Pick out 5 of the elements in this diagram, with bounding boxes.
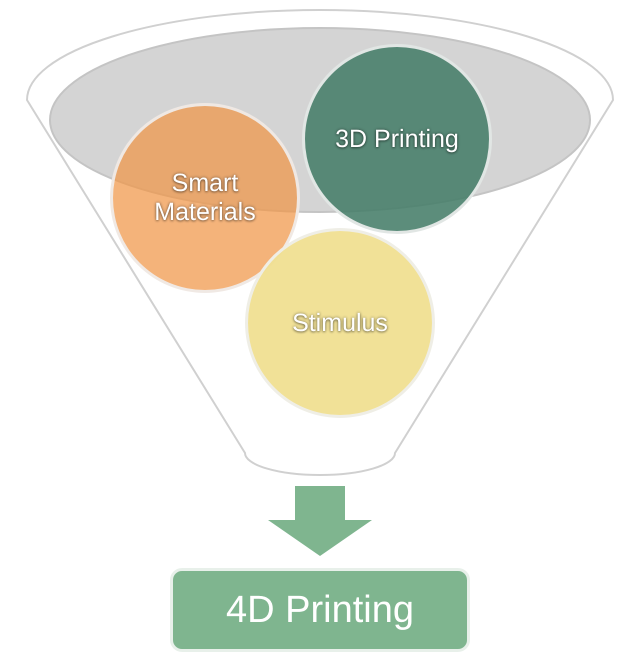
arrow — [268, 486, 372, 556]
node-label: Smart Materials — [153, 169, 257, 227]
node-label: Stimulus — [292, 308, 388, 338]
node-label: 3D Printing — [335, 124, 459, 154]
result-box: 4D Printing — [170, 568, 470, 652]
